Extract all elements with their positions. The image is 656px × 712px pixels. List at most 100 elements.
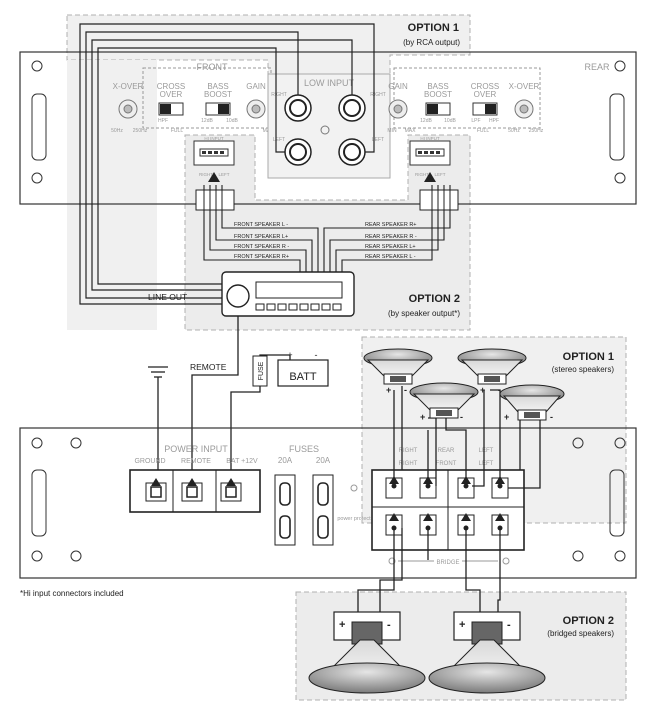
rca-jack-rear-left[interactable] xyxy=(338,138,366,166)
spk-rl-plus: + xyxy=(420,412,425,422)
rear-hi-left-label: LEFT xyxy=(434,172,445,177)
speaker-level-wires xyxy=(203,185,451,272)
front-12db-label: 12dB xyxy=(201,118,213,124)
power-input-label: POWER INPUT xyxy=(164,444,228,454)
wire-front-speaker-l-plus: FRONT SPEAKER L+ xyxy=(234,234,288,240)
power-protect-label: power protect xyxy=(337,516,371,522)
out-left-label-top: LEFT xyxy=(479,448,494,454)
head-unit-buttons[interactable] xyxy=(255,303,342,311)
fuse-b[interactable] xyxy=(312,474,334,546)
remote-terminal[interactable] xyxy=(181,478,203,502)
option2-speaker-title: OPTION 2 xyxy=(409,293,460,305)
front-gain-label: GAIN xyxy=(246,82,266,91)
rear-full-label: FULL xyxy=(477,128,489,134)
rear-12db-label: 12dB xyxy=(420,118,432,124)
front-cross-label-2: OVER xyxy=(160,90,183,99)
low-input-left-right: LEFT xyxy=(372,137,384,143)
amplifier-top: FRONT REAR X-OVER 50Hz 250Hz CROSS OVER … xyxy=(19,51,637,205)
spk-rr-minus: - xyxy=(550,412,553,422)
stereo-speaker-front-right: + - xyxy=(457,348,527,395)
rear-hpf-label: HPF xyxy=(489,118,499,124)
bat-terminal-label: BAT +12V xyxy=(226,458,258,465)
ground-symbol xyxy=(148,366,168,378)
battery: + - BATT xyxy=(277,350,329,387)
wire-rear-speaker-l-minus: REAR SPEAKER L - xyxy=(365,254,416,260)
out-right-label-bottom: RIGHT xyxy=(399,461,418,467)
rca-jack-rear-right[interactable] xyxy=(338,94,366,122)
rear-cross-label-2: OVER xyxy=(474,90,497,99)
bridged-right-plus: + xyxy=(459,619,465,631)
fuse-a[interactable] xyxy=(274,474,296,546)
bridged-left-minus: - xyxy=(387,619,391,631)
fuse-label: FUSE xyxy=(258,361,265,380)
stereo-speaker-rear-left: + - xyxy=(409,382,479,422)
option1-rca-area-left xyxy=(67,60,157,330)
rear-bass-label-1: BASS xyxy=(427,82,448,91)
front-bass-label-1: BASS xyxy=(207,82,228,91)
front-hi-input-connector[interactable] xyxy=(193,140,235,166)
front-cross-label-1: CROSS xyxy=(157,82,185,91)
wire-front-speaker-r-plus: FRONT SPEAKER R+ xyxy=(234,254,289,260)
option2-bridged-title: OPTION 2 xyxy=(563,615,614,627)
rear-xover-label: X-OVER xyxy=(509,82,540,91)
option1-stereo-title: OPTION 1 xyxy=(563,351,614,363)
bridged-speaker-right: + - xyxy=(428,611,546,694)
front-hi-left-label: LEFT xyxy=(218,172,229,177)
fuse: FUSE xyxy=(252,355,268,387)
remote-wire-label: REMOTE xyxy=(190,362,227,372)
ground-terminal[interactable] xyxy=(145,478,167,502)
line-out-label: LINE OUT xyxy=(148,292,187,302)
spk-fl-minus: - xyxy=(404,385,407,395)
battery-label: BATT xyxy=(289,371,317,383)
power-wiring xyxy=(157,316,317,480)
rca-jack-front-right[interactable] xyxy=(284,94,312,122)
amplifier-bottom: POWER INPUT GROUND REMOTE BAT +12V FUSES… xyxy=(19,427,637,579)
rear-min-label: MIN xyxy=(387,128,397,134)
front-hpf-label: HPF xyxy=(158,118,168,124)
rear-group-label: REAR xyxy=(584,62,610,72)
rear-bass-label-2: BOOST xyxy=(424,90,452,99)
option2-bridged-subtitle: (bridged speakers) xyxy=(547,629,614,638)
rear-cross-label-1: CROSS xyxy=(471,82,499,91)
wire-junctions xyxy=(391,483,503,531)
bridged-speaker-left: + - xyxy=(308,611,426,694)
bridged-left-plus: + xyxy=(339,619,345,631)
out-rear-label: REAR xyxy=(438,448,455,454)
footnote: *Hi input connectors included xyxy=(20,589,124,598)
front-xover-250hz: 250Hz xyxy=(133,128,148,134)
option1-rca-title: OPTION 1 xyxy=(408,22,459,34)
front-hi-input-label: HI INPUT xyxy=(204,136,224,141)
bat-terminal[interactable] xyxy=(220,478,242,502)
low-input-right-left: RIGHT xyxy=(271,92,287,98)
out-left-label-bottom: LEFT xyxy=(479,461,494,467)
bridged-right-minus: - xyxy=(507,619,511,631)
rear-hi-input-connector[interactable] xyxy=(409,140,451,166)
front-bass-label-2: BOOST xyxy=(204,90,232,99)
head-unit-volume-knob[interactable] xyxy=(226,284,250,308)
remote-terminal-label: REMOTE xyxy=(181,458,211,465)
option1-stereo-subtitle: (stereo speakers) xyxy=(552,365,615,374)
rear-hi-right-label: RIGHT xyxy=(415,172,429,177)
front-speaker-plug[interactable] xyxy=(195,172,235,211)
battery-plus: + xyxy=(287,350,292,360)
front-group-label: FRONT xyxy=(197,62,228,72)
rear-speaker-plug[interactable] xyxy=(419,172,459,211)
option2-speaker-subtitle: (by speaker output*) xyxy=(388,309,460,318)
rca-cables xyxy=(79,23,375,305)
spk-rr-plus: + xyxy=(504,412,509,422)
wire-rear-speaker-r-plus: REAR SPEAKER R+ xyxy=(365,222,417,228)
rca-jack-front-left[interactable] xyxy=(284,138,312,166)
front-hi-right-label: RIGHT xyxy=(199,172,213,177)
out-right-label-top: RIGHT xyxy=(399,448,418,454)
front-10db-label: 10dB xyxy=(226,118,238,124)
front-xover-50hz: 50Hz xyxy=(111,128,123,134)
stereo-speaker-rear-right: + - xyxy=(499,384,565,422)
low-input-right-right: RIGHT xyxy=(370,92,386,98)
rear-max-label: MAX xyxy=(405,128,417,134)
head-unit-display xyxy=(255,281,343,299)
low-input-left-left: LEFT xyxy=(273,137,285,143)
fuse-a-rating: 20A xyxy=(278,456,293,465)
rear-lpf-label: LPF xyxy=(471,118,480,124)
